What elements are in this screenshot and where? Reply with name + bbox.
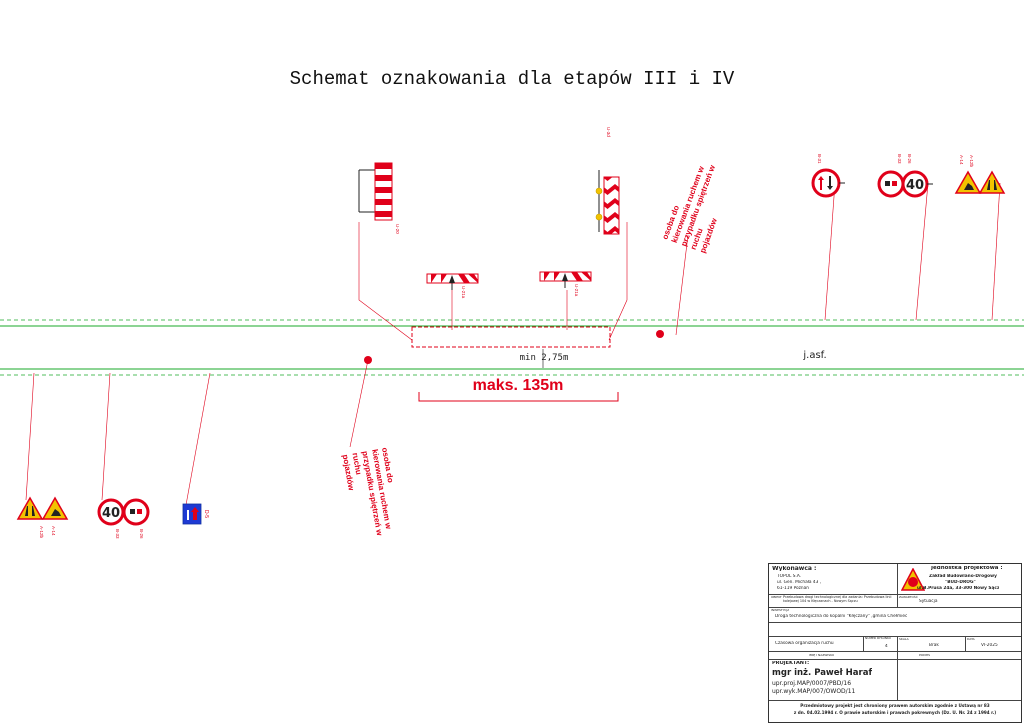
sign-b26-top-code: B-26: [907, 154, 912, 164]
surface-label: j.asf.: [802, 350, 826, 361]
flagman-marker-bottom: [364, 356, 372, 364]
design-unit-logo: [901, 568, 925, 591]
sign-u20-code: U-20: [395, 224, 400, 234]
investment-value: Droga technologiczna do kopalni "Kłęczan…: [775, 614, 908, 619]
sign-b33-top-code: B-33: [897, 154, 902, 164]
contractor-header: Wykonawca :: [772, 566, 817, 571]
copyright-line2: z dn. 04.02.1994 r. O prawie autorskim i…: [793, 710, 997, 715]
sign-a12b-top-code: A-12b: [969, 155, 974, 168]
object-label: OBIEKT: [771, 595, 782, 599]
sign-u21a-left: U-21a: [426, 273, 479, 299]
contractor-name: TOPOL S.A.: [777, 574, 802, 579]
sign-a12b-bottom-code: A-12b: [39, 526, 44, 539]
designer-license2: upr.wyk.MAP/007/OWOD/11: [772, 688, 856, 695]
title-block: Wykonawca : TOPOL S.A. ul. Gen. Michała …: [768, 563, 1022, 723]
min-width-label: min 2,75m: [520, 353, 569, 363]
sign-b31-priority: B-31: [811, 154, 845, 198]
speed-limit-bottom: 40: [102, 506, 120, 521]
contractor-address2: 61-119 Poznań: [777, 586, 809, 591]
designer-name: mgr inż. Paweł Haraf: [772, 668, 873, 678]
leader-lines: [25, 182, 1001, 506]
phase-value: Czasowa organizacja ruchu: [775, 641, 834, 646]
work-zone-area: [411, 326, 611, 348]
date-value: VI-2025: [981, 643, 998, 648]
sign-u20-barrier: U-20: [358, 162, 400, 234]
signature-label: PODPIS: [919, 653, 931, 657]
design-unit-name: Zakład Budowlano-Drogowy: [929, 574, 997, 579]
scale-label: SKALA: [899, 637, 909, 641]
sign-b33-bottom-code: B-33: [115, 529, 120, 539]
sign-u21a-left-code: U-21a: [461, 286, 466, 299]
sheet-value: 4: [885, 644, 888, 649]
content-value: Sytuacja: [919, 599, 938, 604]
date-label: DATA: [967, 637, 975, 641]
design-unit-header: Jednostka projektowa :: [931, 566, 1003, 571]
sign-a14-bottom-code: A-14: [51, 526, 56, 536]
sign-u3d-chevron: U-3d: [595, 127, 620, 235]
speed-limit-top: 40: [906, 178, 924, 193]
sign-d5: D-5: [182, 503, 209, 525]
contractor-address1: ul. Gen. Michała 43 ,: [777, 580, 822, 585]
design-unit-name2: "BUD-DROG": [945, 580, 976, 585]
max-length-label: maks. 135m: [473, 377, 564, 394]
sign-u21a-right: U-21a: [539, 271, 592, 297]
designer-license1: upr.proj.MAP/0007/PBD/16: [772, 680, 852, 687]
annotation-line: ruchu: [350, 452, 363, 476]
investment-label: INWESTYCJA: [771, 608, 790, 612]
object-value: Przebudowa drogi technologicznej dla zad…: [783, 595, 892, 603]
diagram-title: Schemat oznakowania dla etapów III i IV: [289, 68, 735, 90]
role-label: IMIĘ I NAZWISKO: [809, 653, 835, 657]
sign-b33-b26-top: 40 B-33 B-26: [877, 154, 933, 198]
max-length-bracket: [418, 392, 619, 402]
sign-u21a-right-code: U-21a: [574, 284, 579, 297]
flagman-annotation-bottom: osoba do kierowania ruchem wprzypadku sp…: [341, 447, 404, 541]
design-unit-address: ul.B.Prusa 24a, 33-300 Nowy Sącz: [917, 586, 1000, 591]
flagman-marker-top: [656, 330, 664, 338]
sign-a14-a12b-top: A-14 A-12b: [954, 155, 1006, 194]
sign-a14-top-code: A-14: [959, 155, 964, 165]
sign-d5-code: D-5: [203, 510, 209, 518]
designer-header: PROJEKTANT:: [772, 661, 810, 666]
content-label: ZAWARTOŚĆ: [899, 595, 918, 599]
sheet-label: NUMER RYSUNKU: [865, 637, 892, 640]
scale-value: Brak: [929, 643, 939, 648]
work-zone: min 2,75m maks. 135m j.asf.: [411, 326, 827, 402]
sign-b31-code: B-31: [817, 154, 822, 164]
road: [0, 319, 1024, 376]
copyright-line1: Przedmiotowy projekt jest chroniony praw…: [800, 703, 990, 708]
sign-a12b-a14-bottom: A-12b A-14: [16, 496, 69, 539]
sign-u3d-code: U-3d: [606, 127, 611, 137]
sign-b26-bottom-code: B-26: [139, 529, 144, 539]
flagman-annotation-top: osoba do kierowania ruchem wprzypadku sp…: [660, 156, 736, 254]
sign-b33-b26-bottom: 40 B-33 B-26: [97, 498, 150, 539]
